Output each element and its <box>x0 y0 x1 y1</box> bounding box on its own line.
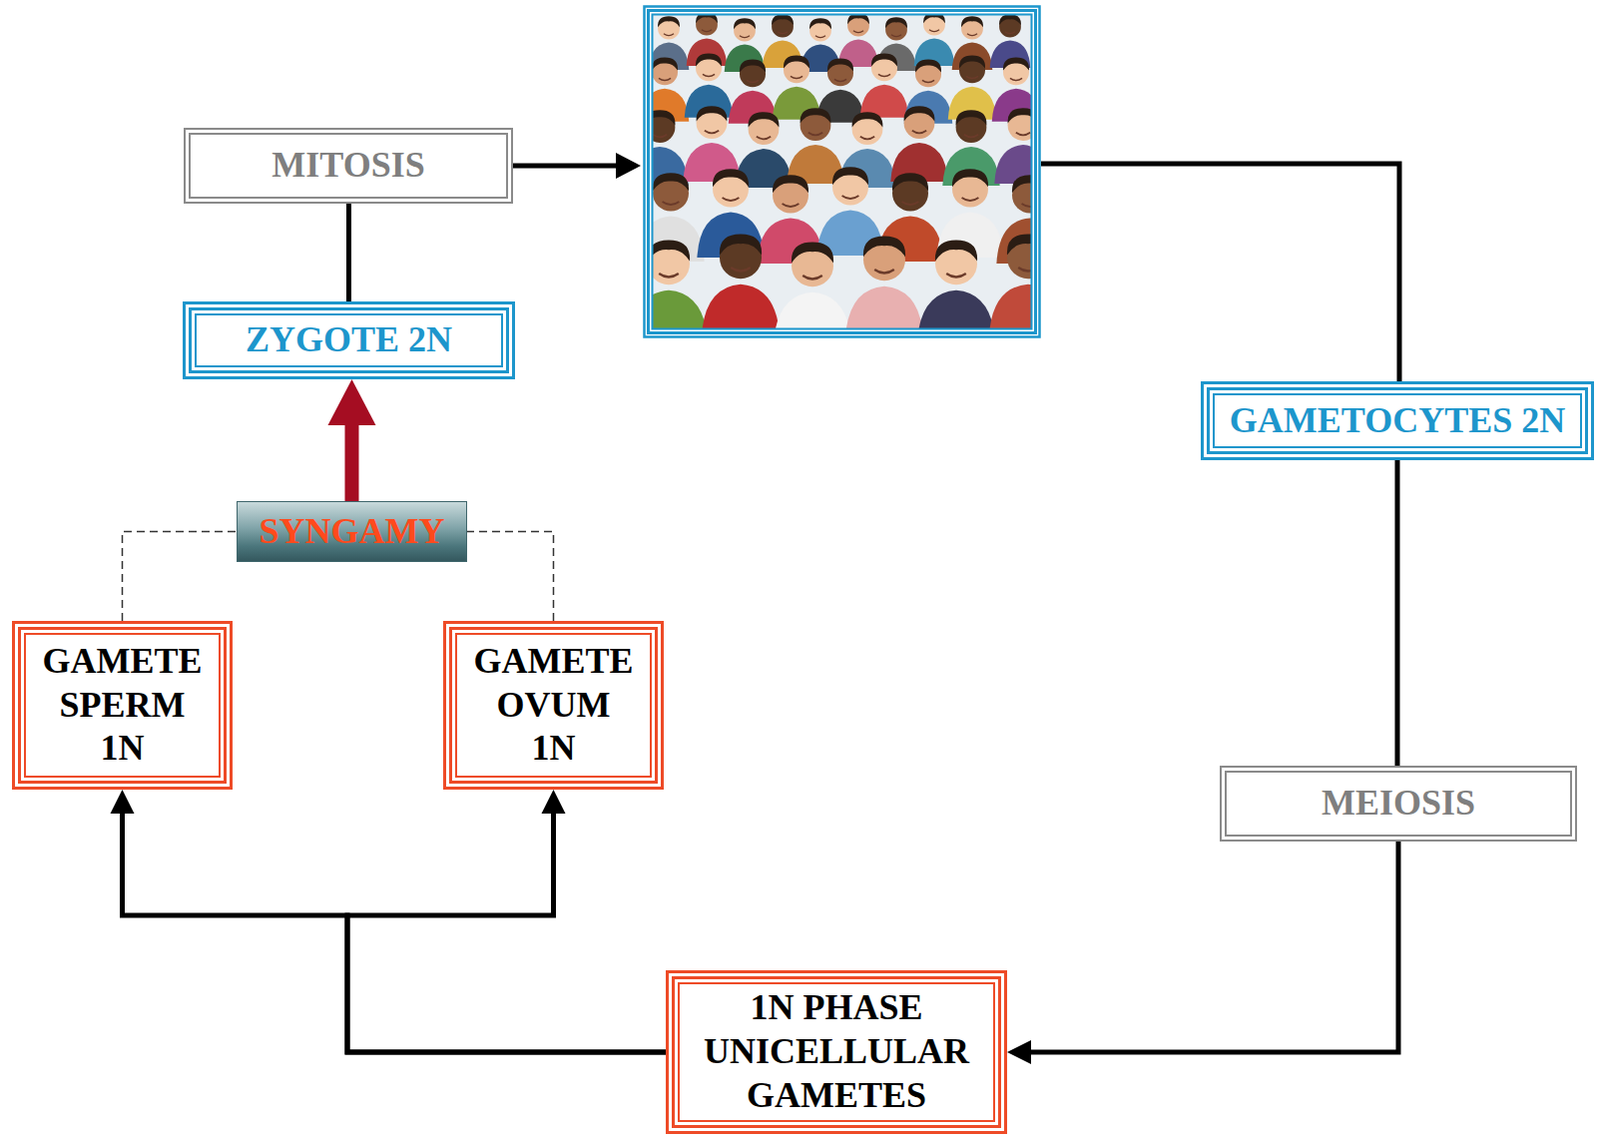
stage-box: ZYGOTE 2N <box>182 301 516 380</box>
crowd-person <box>914 14 956 66</box>
flow-line <box>1041 163 1400 382</box>
node-label: GAMETE SPERM 1N <box>41 639 202 772</box>
photo-frame <box>644 6 1041 338</box>
connector <box>122 532 238 622</box>
crowd-person <box>917 239 996 329</box>
connector-line <box>347 809 666 1053</box>
connector-line <box>1395 460 1401 766</box>
photo-ground <box>652 14 1032 329</box>
connector <box>1397 460 1399 766</box>
node-label: 1N PHASE UNICELLULAR GAMETES <box>686 986 987 1118</box>
arrow-head <box>615 152 641 179</box>
node-label: ZYGOTE 2N <box>245 318 453 363</box>
connector <box>467 532 554 622</box>
gamete-box: GAMETE OVUM 1N <box>443 620 664 790</box>
process-box: MITOSIS <box>183 127 514 204</box>
crowd-photo <box>652 14 1032 329</box>
crowd-person <box>994 107 1032 184</box>
connector-line <box>345 418 360 502</box>
connector <box>1007 841 1399 1065</box>
connector-line <box>467 532 554 622</box>
photo-frame <box>652 14 1033 330</box>
crowd-person <box>652 239 708 329</box>
crowd-person <box>948 55 998 120</box>
arrow-head <box>541 789 566 814</box>
node-label: SYNGAMY <box>259 510 446 554</box>
photo-frame <box>648 10 1037 334</box>
event-bar: SYNGAMY <box>236 501 468 562</box>
arrow-head <box>328 379 377 426</box>
crowd-person <box>773 241 852 329</box>
node-label: MITOSIS <box>271 143 425 188</box>
node-label: GAMETE OVUM 1N <box>473 639 633 772</box>
arrow-head <box>110 789 135 814</box>
connector-line <box>122 532 238 622</box>
process-box: MEIOSIS <box>1219 765 1578 842</box>
connector-line <box>346 203 352 302</box>
connector-line <box>122 809 667 1053</box>
node-label: MEIOSIS <box>1321 781 1476 826</box>
gamete-box: GAMETE SPERM 1N <box>11 620 233 790</box>
connector <box>347 789 666 1053</box>
connector-line <box>1027 841 1399 1053</box>
arrow-head <box>1007 1040 1032 1065</box>
crowd-person <box>860 53 910 118</box>
connector <box>110 789 667 1053</box>
crowd-person <box>989 233 1032 329</box>
crowd-person <box>701 233 780 329</box>
stage-box: GAMETOCYTES 2N <box>1200 381 1595 461</box>
crowd-person <box>845 235 924 329</box>
connector <box>348 203 350 302</box>
node-label: GAMETOCYTES 2N <box>1229 399 1566 444</box>
flow-line <box>513 163 619 169</box>
connector <box>328 379 377 502</box>
gamete-box: 1N PHASE UNICELLULAR GAMETES <box>665 970 1008 1134</box>
crowd-person <box>890 105 948 182</box>
